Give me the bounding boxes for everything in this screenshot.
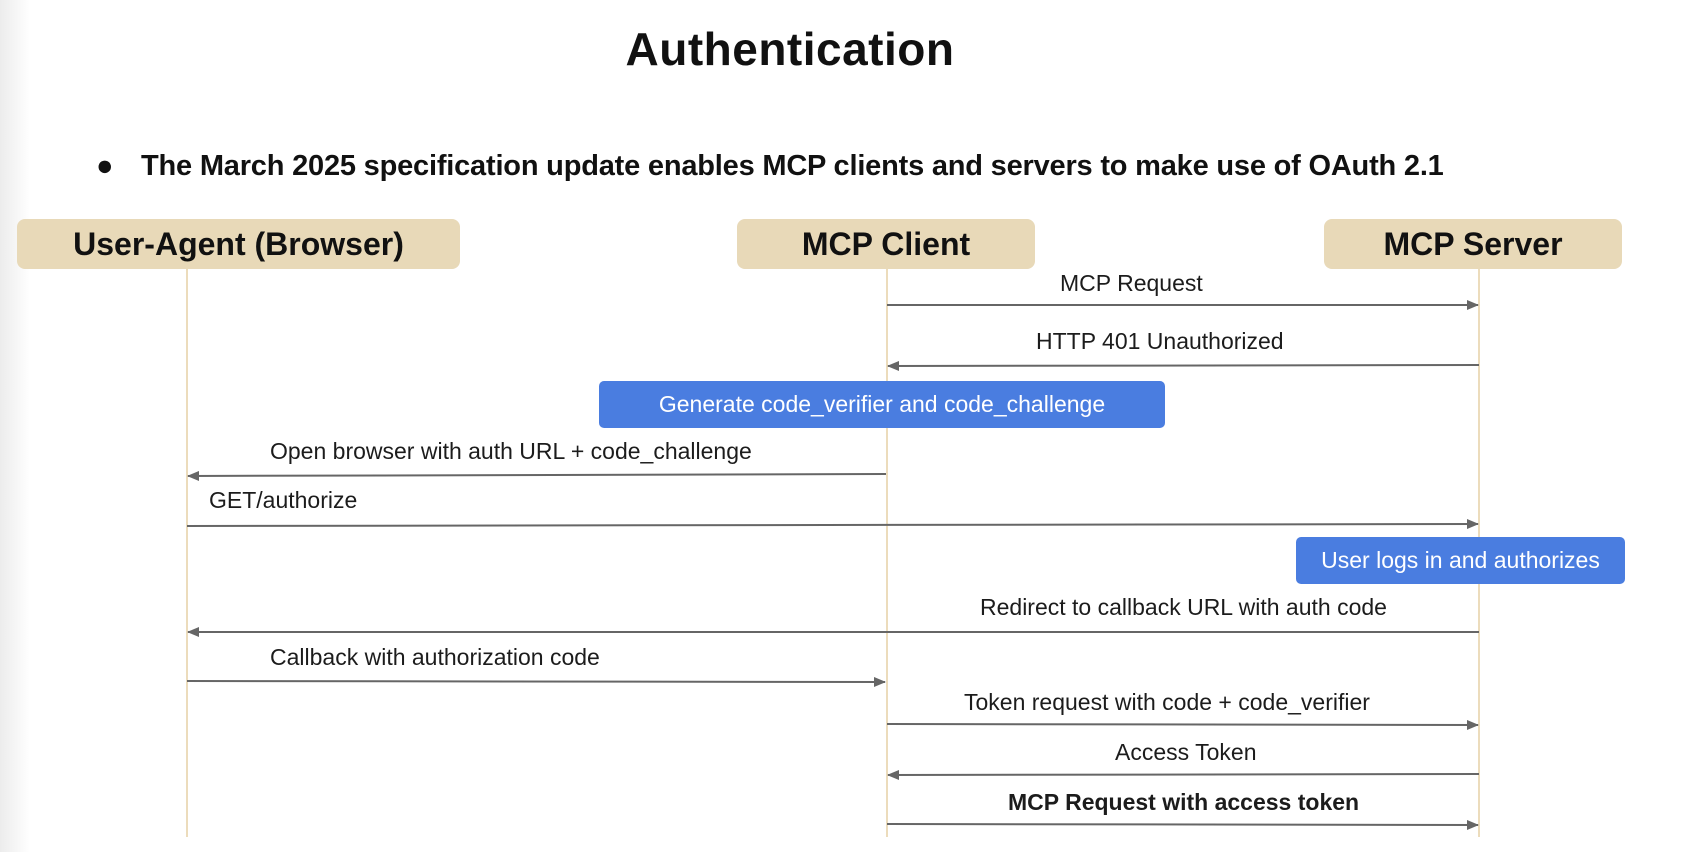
msg-open-browser: Open browser with auth URL + code_challe…	[270, 438, 752, 464]
msg-http-401: HTTP 401 Unauthorized	[1036, 328, 1284, 354]
note-user-logs-in: User logs in and authorizes	[1296, 537, 1625, 584]
msg-mcp-request: MCP Request	[1060, 270, 1203, 296]
lifeline-user-agent	[186, 269, 188, 837]
arrow-http-401	[887, 360, 1480, 371]
arrow-token-request	[886, 719, 1479, 730]
actor-mcp-client: MCP Client	[737, 219, 1035, 269]
arrow-mcp-request-token	[886, 819, 1479, 830]
msg-mcp-request-token: MCP Request with access token	[1008, 789, 1360, 815]
slide-title: Authentication	[625, 23, 955, 75]
actor-mcp-server: MCP Server	[1324, 219, 1622, 269]
msg-get-authorize: GET/authorize	[209, 487, 358, 513]
note-generate-code-verifier: Generate code_verifier and code_challeng…	[599, 381, 1165, 428]
arrow-access-token	[887, 769, 1480, 780]
arrow-open-browser	[187, 470, 887, 481]
bullet-marker: ●	[96, 150, 114, 182]
arrow-callback-code	[186, 676, 886, 687]
actor-user-agent: User-Agent (Browser)	[17, 219, 460, 269]
msg-token-request: Token request with code + code_verifier	[964, 689, 1370, 715]
left-edge-shade	[0, 0, 30, 852]
bullet-text: The March 2025 specification update enab…	[141, 150, 1444, 182]
arrow-get-authorize	[186, 519, 1479, 530]
msg-access-token: Access Token	[1115, 739, 1257, 765]
msg-redirect-callback: Redirect to callback URL with auth code	[980, 594, 1387, 620]
lifeline-mcp-client	[886, 269, 888, 837]
msg-callback-code: Callback with authorization code	[270, 644, 600, 670]
